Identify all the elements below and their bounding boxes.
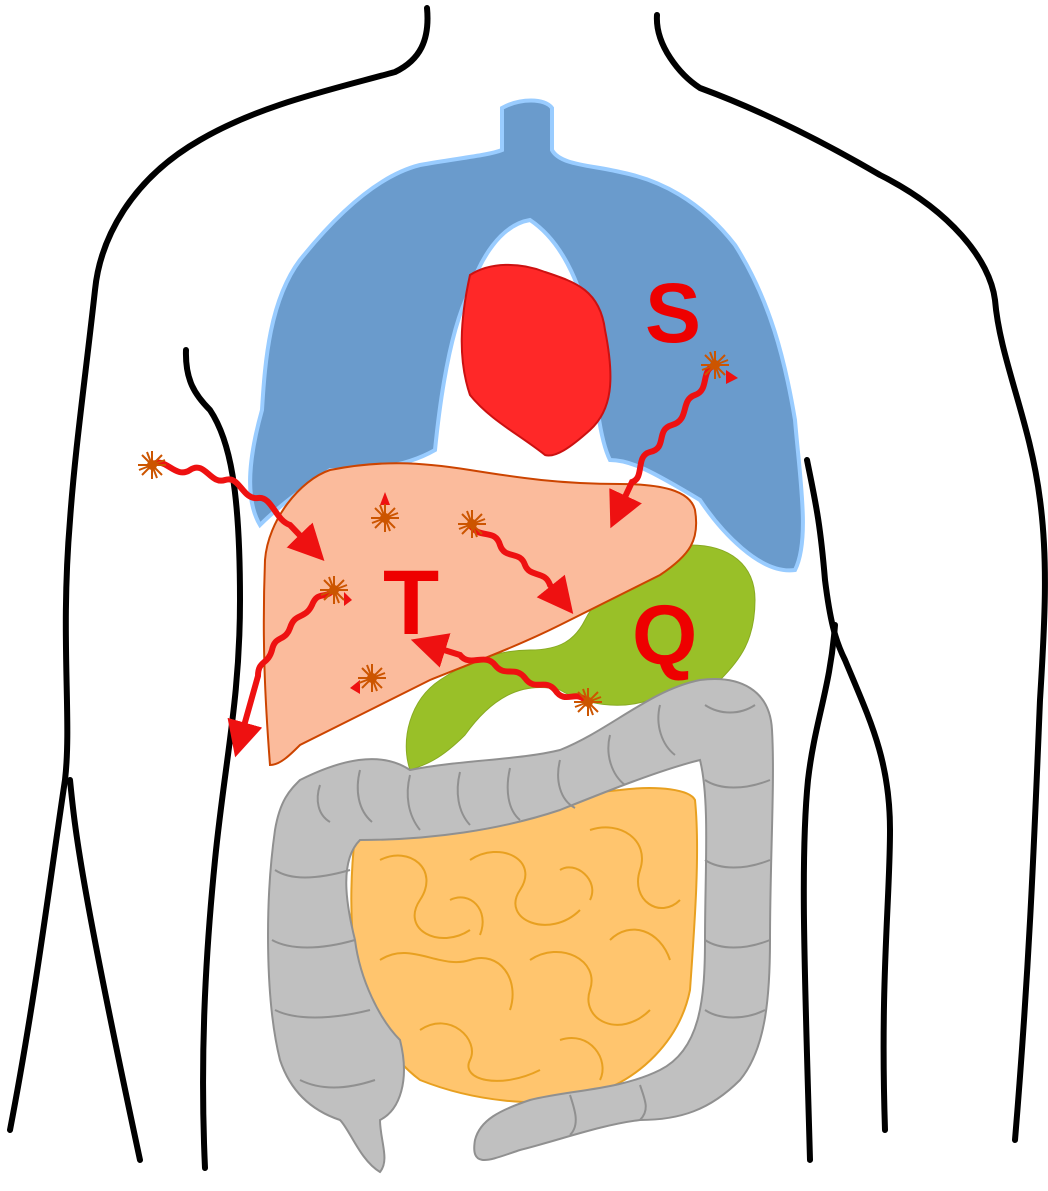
burst-icon [320, 576, 348, 604]
burst-icon [358, 664, 386, 692]
burst-icon [138, 451, 166, 479]
label-lung: S [645, 266, 701, 360]
burst-icon [371, 504, 399, 532]
burst-icon [701, 351, 729, 379]
heart [462, 265, 611, 456]
burst-icon [458, 510, 486, 538]
label-liver: T [383, 552, 439, 654]
burst-icon [574, 688, 602, 716]
label-stomach: Q [632, 588, 697, 682]
